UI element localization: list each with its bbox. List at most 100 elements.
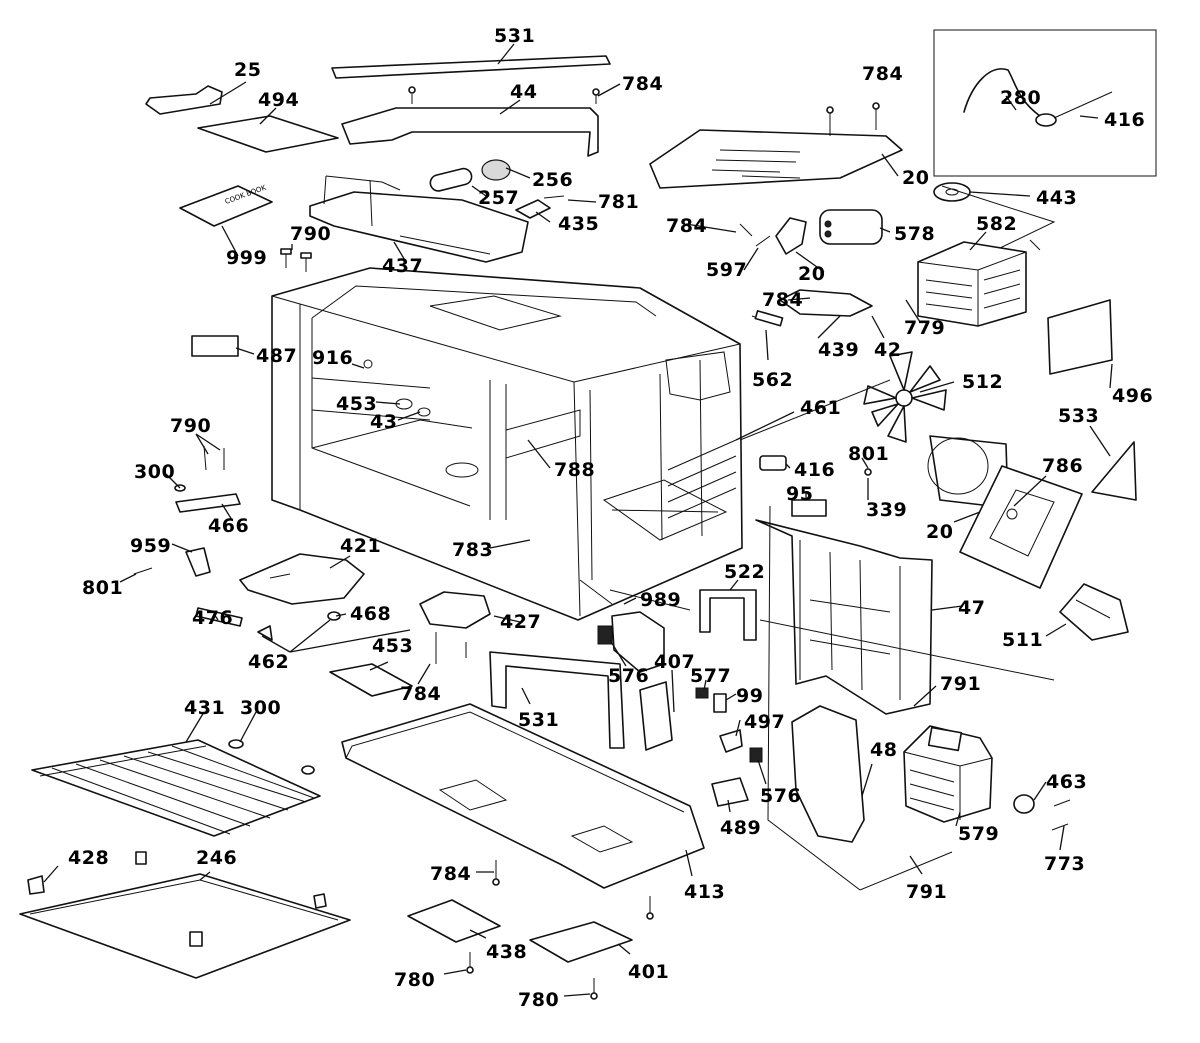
callout-95: 95: [786, 483, 813, 505]
callout-20-b: 20: [798, 263, 825, 285]
callout-512: 512: [962, 371, 1003, 393]
inset-box-280-416: [933, 29, 1157, 177]
callout-496: 496: [1112, 385, 1153, 407]
part-300-grommets: [228, 739, 315, 775]
callout-497: 497: [744, 711, 785, 733]
part-511-latch: [1059, 583, 1129, 641]
callout-791-a: 791: [940, 673, 981, 695]
callout-781: 781: [598, 191, 639, 213]
callout-784-c: 784: [666, 215, 707, 237]
part-466-bracket: [133, 445, 241, 577]
part-bottom-screws: [466, 860, 654, 1000]
callout-791-b: 791: [906, 881, 947, 903]
callout-531-mid: 531: [518, 709, 559, 731]
part-437-housing: [309, 175, 529, 263]
callout-428: 428: [68, 847, 109, 869]
callout-413: 413: [684, 881, 725, 903]
callout-401: 401: [628, 961, 669, 983]
part-339-fan-housing: [927, 435, 1009, 509]
callout-453-a: 453: [336, 393, 377, 415]
part-512-fan: [863, 351, 947, 443]
part-48-shield: [791, 705, 865, 843]
callout-577: 577: [690, 665, 731, 687]
part-413-base-tray: [341, 703, 705, 889]
callout-439: 439: [818, 339, 859, 361]
callout-453-b: 453: [372, 635, 413, 657]
callout-42: 42: [874, 339, 901, 361]
callout-48: 48: [870, 739, 897, 761]
callout-773: 773: [1044, 853, 1085, 875]
callout-431: 431: [184, 697, 225, 719]
callout-790-b: 790: [170, 415, 211, 437]
part-522-frame: [699, 589, 757, 641]
oven-cavity-cabinet: [271, 267, 743, 621]
callout-300-b: 300: [240, 697, 281, 719]
part-431-oven-rack: [31, 739, 321, 837]
callout-784-e: 784: [400, 683, 441, 705]
callout-578: 578: [894, 223, 935, 245]
part-579-magnetron: [903, 725, 993, 823]
callout-20-a: 20: [902, 167, 929, 189]
callout-790-a: 790: [290, 223, 331, 245]
callout-576-b: 576: [760, 785, 801, 807]
callout-999: 999: [226, 247, 267, 269]
part-438-sheet: [407, 899, 501, 943]
part-246-glass-tray: [19, 851, 351, 979]
callout-246: 246: [196, 847, 237, 869]
callout-435: 435: [558, 213, 599, 235]
callout-582: 582: [976, 213, 1017, 235]
callout-416-b: 416: [794, 459, 835, 481]
callout-416-a: 416: [1104, 109, 1145, 131]
callout-25: 25: [234, 59, 261, 81]
part-47-control-frame: [755, 519, 933, 715]
callout-531-top: 531: [494, 25, 535, 47]
callout-989: 989: [640, 589, 681, 611]
callout-280: 280: [1000, 87, 1041, 109]
callout-916: 916: [312, 347, 353, 369]
callout-44: 44: [510, 81, 537, 103]
callout-562: 562: [752, 369, 793, 391]
part-597-20-clip: [739, 217, 807, 255]
callout-784-b: 784: [862, 63, 903, 85]
callout-443: 443: [1036, 187, 1077, 209]
callout-256: 256: [532, 169, 573, 191]
callout-43: 43: [370, 411, 397, 433]
callout-494: 494: [258, 89, 299, 111]
callout-780-a: 780: [394, 969, 435, 991]
callout-579: 579: [958, 823, 999, 845]
callout-522: 522: [724, 561, 765, 583]
callout-468: 468: [350, 603, 391, 625]
callout-489: 489: [720, 817, 761, 839]
part-443-gasket: [933, 182, 971, 202]
callout-597: 597: [706, 259, 747, 281]
part-582-transformer: [917, 241, 1027, 327]
part-25-bracket: [145, 85, 223, 115]
part-999-cookbook: COOK BOOK: [179, 184, 273, 227]
part-427-motor: [419, 591, 491, 664]
callout-99: 99: [736, 685, 763, 707]
callout-labels: 531 25 494 44 784 784 280 416 256 257 78…: [68, 25, 1153, 1011]
callout-407: 407: [654, 651, 695, 673]
callout-788: 788: [554, 459, 595, 481]
callout-466: 466: [208, 515, 249, 537]
callout-533: 533: [1058, 405, 1099, 427]
callout-463: 463: [1046, 771, 1087, 793]
callout-801-b: 801: [82, 577, 123, 599]
callout-784-f: 784: [430, 863, 471, 885]
part-578-capacitor: [819, 209, 883, 245]
part-20-top-cover: [649, 102, 903, 189]
callout-959: 959: [130, 535, 171, 557]
part-496-sheet: [1047, 299, 1113, 375]
part-494-sheet: [197, 115, 339, 153]
part-435-bracket: [515, 195, 565, 219]
callout-784-d: 784: [762, 289, 803, 311]
callout-476: 476: [192, 607, 233, 629]
part-476-strip: [195, 607, 243, 627]
callout-47: 47: [958, 597, 985, 619]
callout-339: 339: [866, 499, 907, 521]
part-531-top-gasket: [331, 55, 611, 79]
callout-487: 487: [256, 345, 297, 367]
part-463-thermal: [1013, 794, 1071, 831]
